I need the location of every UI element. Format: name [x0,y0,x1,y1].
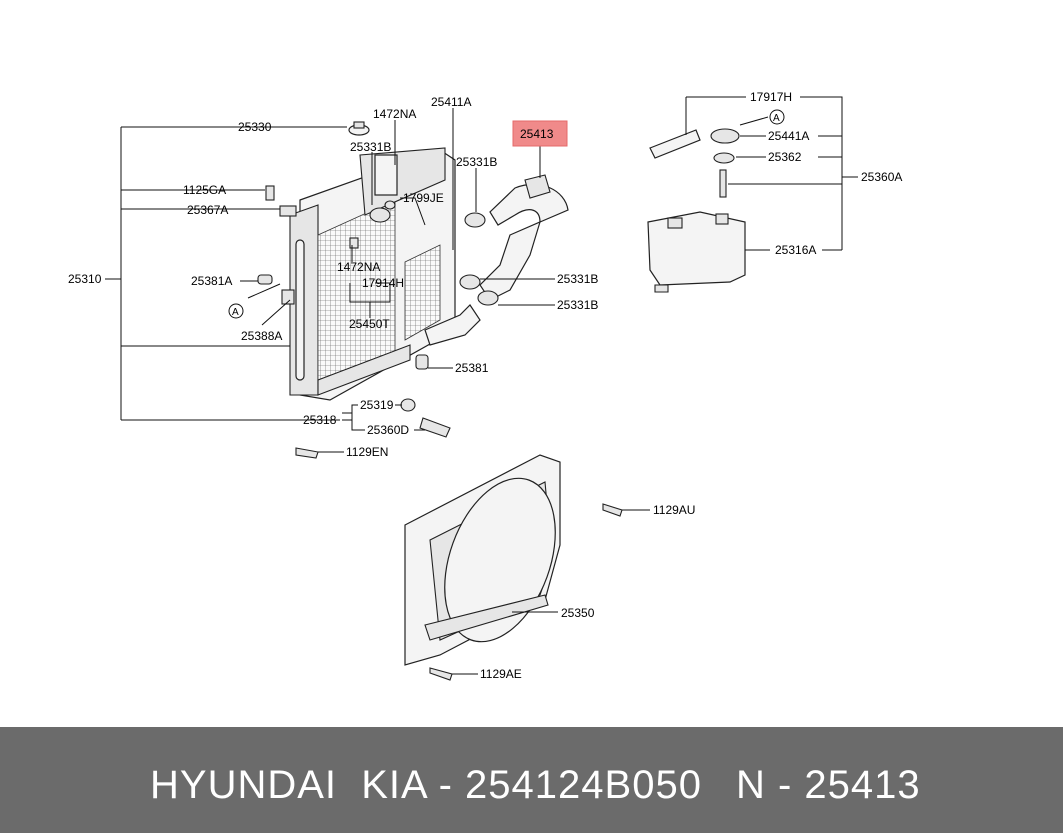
leader-lines [105,96,858,675]
label-25450t: 25450T [349,317,390,331]
upper-hose [479,174,569,301]
label-25381a: 25381A [191,274,232,288]
label-25331b-c: 25331B [557,272,598,286]
label-25381: 25381 [455,361,489,375]
label-25310: 25310 [68,272,102,286]
label-17914h: 17914H [362,276,404,290]
highlight-box [512,120,568,147]
label-1129au: 1129AU [653,503,695,517]
part-labels: 25330 1472NA 25411A 25413 25331B 25331B … [68,90,902,681]
label-25331b-b: 25331B [456,155,497,169]
label-1799je: 1799JE [403,191,444,205]
label-25319: 25319 [360,398,394,412]
label-25388a: 25388A [241,329,282,343]
marker-a-left: A [228,303,244,319]
label-25350: 25350 [561,606,595,620]
footer-reference: N - 25413 [736,763,921,807]
label-17917h: 17917H [750,90,792,104]
label-1129ae: 1129AE [480,667,522,681]
label-25411a: 25411A [431,95,471,109]
radiator-cap [348,121,370,136]
label-25360a: 25360A [861,170,902,184]
svg-text:A: A [232,307,239,318]
label-25360d: 25360D [367,423,409,437]
radiator [289,147,456,401]
label-25331b-a: 25331B [350,140,391,154]
hose-clamps [369,200,499,306]
footer-part-number: HYUNDAI KIA - 254124B050 [150,763,702,807]
label-25362: 25362 [768,150,802,164]
label-25413: 25413 [520,127,554,141]
marker-a-right: A [769,109,785,125]
shroud-bolts [429,503,623,681]
label-25441a: 25441A [768,129,809,143]
label-25331b-d: 25331B [557,298,598,312]
label-25316a: 25316A [775,243,816,257]
label-1472na-mid: 1472NA [337,260,380,274]
label-25318: 25318 [303,413,337,427]
fan-shroud [404,454,561,666]
label-1125ga: 1125GA [183,183,226,197]
label-25330: 25330 [238,120,272,134]
lower-hose [424,304,481,346]
svg-text:A: A [773,113,780,124]
parts-diagram: A A 25330 1472NA 25411A 25413 25331B 253… [68,90,902,681]
footer-bar: HYUNDAI KIA - 254124B050 N - 25413 [0,727,1063,833]
label-1129en: 1129EN [346,445,388,459]
label-25367a: 25367A [187,203,228,217]
reservoir-tank [647,211,746,293]
reservoir-parts [649,128,740,198]
small-fittings [257,185,451,459]
label-1472na-top: 1472NA [373,107,416,121]
